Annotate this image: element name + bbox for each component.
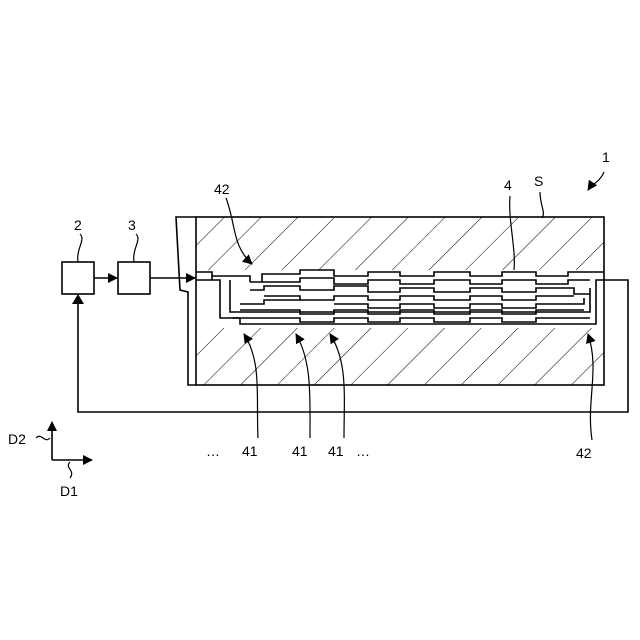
return-arrowhead <box>72 294 84 304</box>
leader-3 <box>134 234 138 262</box>
substrate-block <box>176 217 604 385</box>
label-substrate: S <box>534 173 543 189</box>
label-dots-right: … <box>356 443 370 459</box>
label-port-right: 42 <box>576 445 592 461</box>
label-dots-left: … <box>206 443 220 459</box>
label-branch-2: 41 <box>292 443 308 459</box>
label-branch-1: 41 <box>242 443 258 459</box>
label-device: 1 <box>602 149 610 165</box>
label-axis-d2: D2 <box>8 431 26 447</box>
leader-2 <box>78 234 82 262</box>
component-box-2 <box>62 262 94 294</box>
label-axis-d1: D1 <box>60 483 78 499</box>
component-box-3 <box>118 262 150 294</box>
label-box-2: 2 <box>74 217 82 233</box>
leader-1 <box>588 172 604 190</box>
label-branch-3: 41 <box>328 443 344 459</box>
label-channel: 4 <box>504 177 512 193</box>
axis-indicator <box>36 422 92 478</box>
leader-S <box>540 192 543 218</box>
label-port-top: 42 <box>214 181 230 197</box>
label-box-3: 3 <box>128 217 136 233</box>
